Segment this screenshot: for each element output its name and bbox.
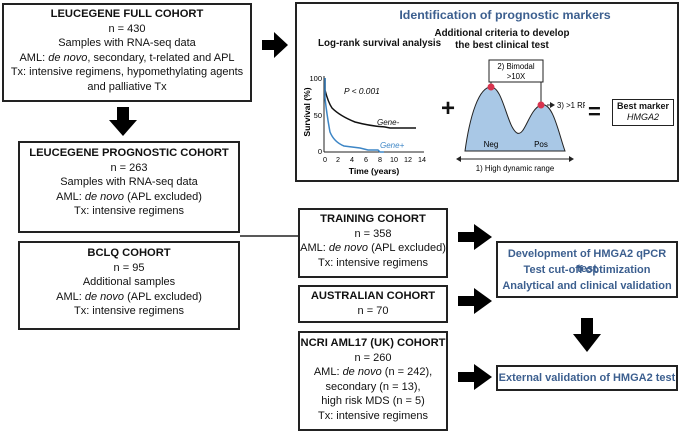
full-cohort-title: LEUCEGENE FULL COHORT	[50, 8, 204, 20]
km-gene-minus-label: Gene-	[377, 118, 400, 127]
km-curve-gene-plus	[324, 78, 384, 153]
full-cohort-line1: Samples with RNA-seq data	[58, 37, 196, 50]
equals-sign: =	[588, 99, 601, 124]
bclq-cohort-line1: Additional samples	[82, 276, 176, 289]
ncri-cohort-title: NCRI AML17 (UK) COHORT	[300, 337, 446, 349]
full-cohort-box: LEUCEGENE FULL COHORT n = 430 Samples wi…	[2, 3, 252, 102]
prognostic-cohort-tx: Tx: intensive regimens	[73, 205, 185, 218]
bclq-cohort-n: n = 95	[113, 261, 145, 274]
km-x-tick-2: 2	[336, 155, 340, 164]
ncri-cohort-line3: high risk MDS (n = 5)	[321, 395, 425, 408]
training-cohort-aml: AML: de novo (APL excluded)	[300, 242, 446, 255]
prognostic-cohort-box: LEUCEGENE PROGNOSTIC COHORT n = 263 Samp…	[18, 141, 240, 233]
bclq-cohort-box: BCLQ COHORT n = 95 Additional samples AM…	[18, 241, 240, 330]
km-curve-gene-minus	[324, 78, 416, 129]
km-title: Log-rank survival analysis	[318, 38, 442, 49]
bclq-cohort-aml: AML: de novo (APL excluded)	[56, 290, 202, 303]
markers-panel-title: Identification of prognostic markers	[399, 8, 611, 22]
km-y-label: Survival (%)	[302, 87, 312, 136]
km-x-tick-14: 14	[418, 155, 426, 164]
bimodal-sub: >10X	[507, 72, 526, 81]
km-plot: Survival (%) 100 50 0 P < 0.001 Gene- Ge…	[302, 74, 426, 176]
full-cohort-line4: and palliative Tx	[87, 80, 167, 93]
bclq-cohort-title: BCLQ COHORT	[87, 247, 171, 259]
right-arrow-top	[262, 32, 288, 58]
prognostic-cohort-aml: AML: de novo (APL excluded)	[56, 190, 202, 203]
ncri-cohort-box: NCRI AML17 (UK) COHORT n = 260 AML: de n…	[298, 331, 448, 431]
prognostic-cohort-line1: Samples with RNA-seq data	[60, 176, 198, 189]
down-arrow-1	[109, 107, 137, 136]
density-plot: 2) Bimodal >10X 3) >1 RPKM Neg Pos 1) Hi…	[456, 59, 585, 173]
rpkm-label: 3) >1 RPKM	[557, 101, 585, 110]
right-arrow-australian	[458, 288, 492, 314]
prognostic-cohort-n: n = 263	[110, 161, 148, 174]
km-y-tick-50: 50	[314, 111, 322, 120]
development-line3: Analytical and clinical validation	[502, 280, 672, 292]
external-validation-text: External validation of HMGA2 test	[498, 372, 676, 384]
external-validation-box	[496, 365, 678, 391]
ncri-cohort-n: n = 260	[354, 351, 392, 364]
down-arrow-2	[573, 318, 601, 352]
full-cohort-aml: AML: de novo, secondary, t-related and A…	[19, 51, 235, 64]
bclq-cohort-tx: Tx: intensive regimens	[73, 305, 185, 318]
prognostic-cohort-title: LEUCEGENE PROGNOSTIC COHORT	[29, 147, 229, 159]
km-x-tick-6: 6	[364, 155, 368, 164]
neg-label: Neg	[484, 140, 499, 149]
training-cohort-title: TRAINING COHORT	[320, 213, 426, 225]
criteria-title-1: Additional criteria to develop	[434, 28, 570, 39]
ncri-cohort-line2: secondary (n = 13),	[325, 380, 421, 393]
km-x-tick-4: 4	[350, 155, 354, 164]
plus-sign: +	[441, 95, 456, 122]
development-line2: Test cut-off optimization	[523, 264, 651, 276]
best-marker-title: Best marker	[616, 101, 670, 111]
training-cohort-tx: Tx: intensive regimens	[317, 256, 429, 269]
development-box	[496, 241, 678, 298]
full-cohort-n: n = 430	[108, 22, 146, 35]
km-p-value: P < 0.001	[344, 86, 380, 96]
development-line1: Development of HMGA2 qPCR test	[507, 248, 667, 275]
km-x-label: Time (years)	[349, 166, 400, 176]
right-arrow-training	[458, 224, 492, 250]
km-y-tick-100: 100	[309, 74, 322, 83]
peak-marker-pos	[537, 101, 545, 109]
training-cohort-n: n = 358	[354, 227, 392, 240]
best-marker-box: Best marker HMGA2	[612, 99, 674, 126]
dynamic-range-label: 1) High dynamic range	[476, 164, 554, 173]
km-y-tick-0: 0	[318, 147, 322, 156]
best-marker-gene: HMGA2	[626, 112, 659, 122]
km-x-tick-12: 12	[404, 155, 412, 164]
km-x-tick-0: 0	[323, 155, 327, 164]
density-curve	[464, 86, 566, 152]
criteria-title-2: the best clinical test	[455, 40, 549, 51]
bimodal-label: 2) Bimodal	[497, 62, 535, 71]
australian-cohort-box: AUSTRALIAN COHORT n = 70	[298, 285, 448, 323]
training-cohort-box: TRAINING COHORT n = 358 AML: de novo (AP…	[298, 208, 448, 278]
peak-marker-neg	[487, 83, 495, 91]
australian-cohort-n: n = 70	[357, 304, 389, 317]
ncri-cohort-tx: Tx: intensive regimens	[317, 409, 429, 422]
right-arrow-ncri	[458, 364, 492, 390]
km-x-tick-10: 10	[390, 155, 398, 164]
km-x-tick-8: 8	[378, 155, 382, 164]
bimodal-box	[488, 59, 544, 83]
australian-cohort-title: AUSTRALIAN COHORT	[310, 290, 436, 302]
pos-label: Pos	[534, 140, 548, 149]
km-gene-plus-label: Gene+	[380, 141, 405, 150]
full-cohort-line3: Tx: intensive regimens, hypomethylating …	[10, 66, 244, 79]
ncri-cohort-aml: AML: de novo (n = 242),	[313, 366, 433, 379]
